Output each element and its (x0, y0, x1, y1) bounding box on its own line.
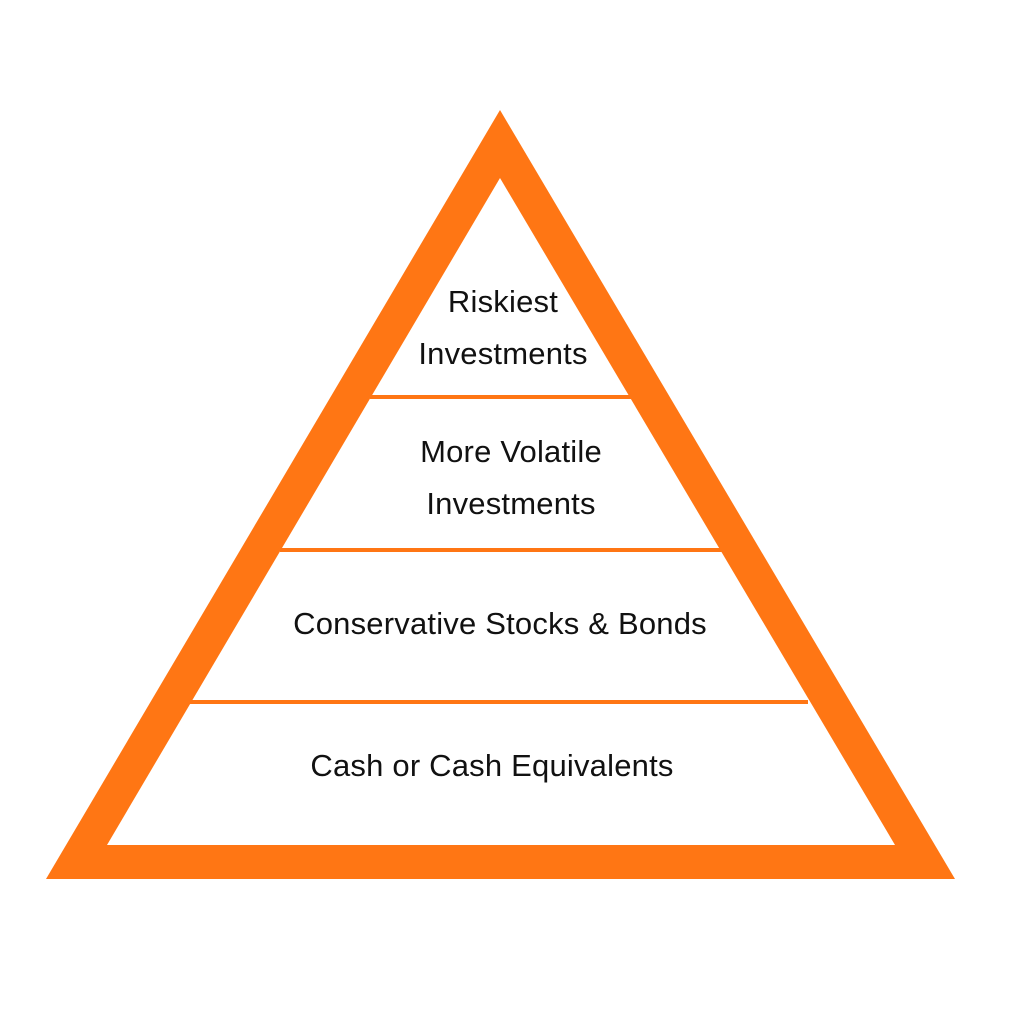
tier-divider-1 (370, 395, 632, 399)
tier-label-conservative: Conservative Stocks & Bonds (293, 598, 707, 650)
tier-label-line: Cash or Cash Equivalents (310, 748, 674, 783)
tier-label-volatile: More Volatile Investments (420, 426, 602, 530)
tier-divider-2 (280, 548, 722, 552)
pyramid-interior (107, 178, 895, 845)
tier-label-line: Conservative Stocks & Bonds (293, 606, 707, 641)
tier-label-line: Investments (418, 336, 588, 371)
tier-label-cash: Cash or Cash Equivalents (310, 740, 673, 792)
tier-label-line: Riskiest (447, 284, 559, 319)
tier-label-line: More Volatile (420, 434, 602, 469)
tier-label-riskiest: Riskiest Investments (418, 276, 587, 380)
tier-divider-3 (190, 700, 808, 704)
tier-label-line: Investments (426, 486, 596, 521)
